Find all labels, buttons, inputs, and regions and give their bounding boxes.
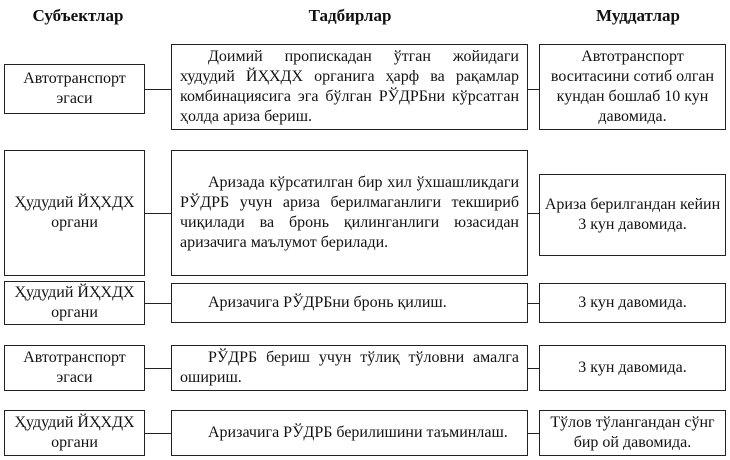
term-box-2: Ариза берилгандан кейин 3 кун давомида. [539, 174, 726, 256]
subject-text-3: Ҳудудий ЙҲХДХ органи [14, 284, 135, 321]
connector-2a [145, 213, 171, 214]
action-box-1: Доимий пропискадан ўтган жойидаги худуди… [171, 44, 528, 130]
header-subjects: Субъектлар [32, 6, 124, 25]
connector-4b [528, 368, 539, 369]
connector-2b [528, 213, 539, 214]
header-terms: Муддатлар [596, 6, 680, 25]
subject-box-1: Автотранспорт эгаси [4, 64, 145, 114]
action-box-5: Аризачига РЎДРБ берилишини таъминлаш. [171, 410, 528, 456]
term-text-3: 3 кун давомида. [578, 294, 687, 311]
header-actions: Тадбирлар [308, 6, 392, 25]
subject-text-1: Автотранспорт эгаси [23, 70, 126, 107]
term-text-5: Тўлов тўлангандан сўнг бир ой давомида. [550, 414, 715, 451]
term-text-4: 3 кун давомида. [578, 359, 687, 376]
subject-text-5: Ҳудудий ЙҲХДХ органи [14, 414, 135, 451]
term-text-2: Ариза берилгандан кейин 3 кун давомида. [544, 196, 721, 233]
term-box-4: 3 кун давомида. [539, 345, 726, 391]
term-box-1: Автотранспорт воситасини сотиб олган кун… [539, 44, 726, 130]
subject-box-3: Ҳудудий ЙҲХДХ органи [4, 281, 145, 325]
connector-4a [145, 368, 171, 369]
action-box-3: Аризачига РЎДРБни бронь қилиш. [171, 283, 528, 323]
action-text-4: РЎДРБ бериш учун тўлиқ тўловни амалга ош… [180, 349, 519, 386]
term-box-5: Тўлов тўлангандан сўнг бир ой давомида. [539, 410, 726, 456]
connector-3a [145, 303, 171, 304]
connector-3b [528, 303, 539, 304]
subject-box-5: Ҳудудий ЙҲХДХ органи [4, 410, 145, 456]
term-text-1: Автотранспорт воситасини сотиб олган кун… [550, 48, 715, 125]
connector-5a [145, 433, 171, 434]
connector-5b [528, 433, 539, 434]
connector-1b [528, 89, 539, 90]
action-text-3: Аризачига РЎДРБни бронь қилиш. [208, 294, 447, 311]
action-box-2: Аризада кўрсатилган бир хил ўхшашликдаги… [171, 150, 528, 276]
subject-box-4: Автотранспорт эгаси [4, 345, 145, 391]
subject-text-2: Ҳудудий ЙҲХДХ органи [14, 194, 135, 231]
subject-box-2: Ҳудудий ЙҲХДХ органи [4, 150, 145, 276]
action-text-5: Аризачига РЎДРБ берилишини таъминлаш. [208, 424, 508, 441]
connector-1a [145, 89, 171, 90]
action-text-2: Аризада кўрсатилган бир хил ўхшашликдаги… [180, 174, 519, 251]
action-text-1: Доимий пропискадан ўтган жойидаги худуди… [180, 48, 519, 125]
action-box-4: РЎДРБ бериш учун тўлиқ тўловни амалга ош… [171, 345, 528, 391]
term-box-3: 3 кун давомида. [539, 283, 726, 323]
subject-text-4: Автотранспорт эгаси [23, 349, 126, 386]
